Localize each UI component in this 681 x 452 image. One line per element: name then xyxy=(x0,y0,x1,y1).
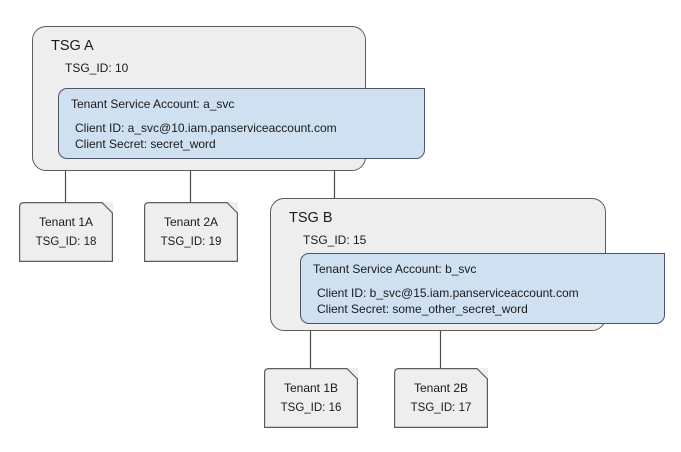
service-account-b-client-secret: Client Secret: some_other_secret_word xyxy=(317,301,528,316)
group-tsg-b-subtitle: TSG_ID: 15 xyxy=(303,233,367,247)
service-account-a-client-id: Client ID: a_svc@10.iam.panserviceaccoun… xyxy=(75,121,337,135)
tenant-2b-label: Tenant 2B xyxy=(413,381,469,395)
tenant-1b-label: Tenant 1B xyxy=(283,381,339,395)
group-tsg-a-subtitle: TSG_ID: 10 xyxy=(65,61,129,75)
group-tsg-a-title: TSG A xyxy=(51,38,94,54)
service-account-b-title: Tenant Service Account: b_svc xyxy=(313,262,477,276)
tenant-2b-shape xyxy=(394,368,488,428)
tenant-1b-shape xyxy=(264,368,358,428)
node-tenant-1a[interactable]: Tenant 1A TSG_ID: 18 xyxy=(19,202,113,262)
tenant-1a-label: Tenant 1A xyxy=(38,215,94,229)
tenant-2a-shape xyxy=(144,202,238,262)
tenant-1a-shape xyxy=(19,202,113,262)
node-tenant-2a[interactable]: Tenant 2A TSG_ID: 19 xyxy=(144,202,238,262)
node-tenant-1b[interactable]: Tenant 1B TSG_ID: 16 xyxy=(264,368,358,428)
service-account-a-title: Tenant Service Account: a_svc xyxy=(71,97,235,111)
tenant-2a-label: Tenant 2A xyxy=(163,215,219,229)
node-tenant-2b[interactable]: Tenant 2B TSG_ID: 17 xyxy=(394,368,488,428)
service-account-b-client-id: Client ID: b_svc@15.iam.panserviceaccoun… xyxy=(317,286,579,300)
tenant-2b-tsg-id: TSG_ID: 17 xyxy=(410,402,472,414)
tenant-1b-tsg-id: TSG_ID: 16 xyxy=(280,402,342,414)
tenant-2a-tsg-id: TSG_ID: 19 xyxy=(160,236,222,248)
service-account-card-a[interactable]: Tenant Service Account: a_svc Client ID:… xyxy=(58,88,425,159)
service-account-a-client-secret: Client Secret: secret_word xyxy=(75,136,216,151)
tenant-1a-tsg-id: TSG_ID: 18 xyxy=(35,236,97,248)
group-tsg-b-title: TSG B xyxy=(289,210,333,226)
service-account-card-b[interactable]: Tenant Service Account: b_svc Client ID:… xyxy=(300,253,665,324)
